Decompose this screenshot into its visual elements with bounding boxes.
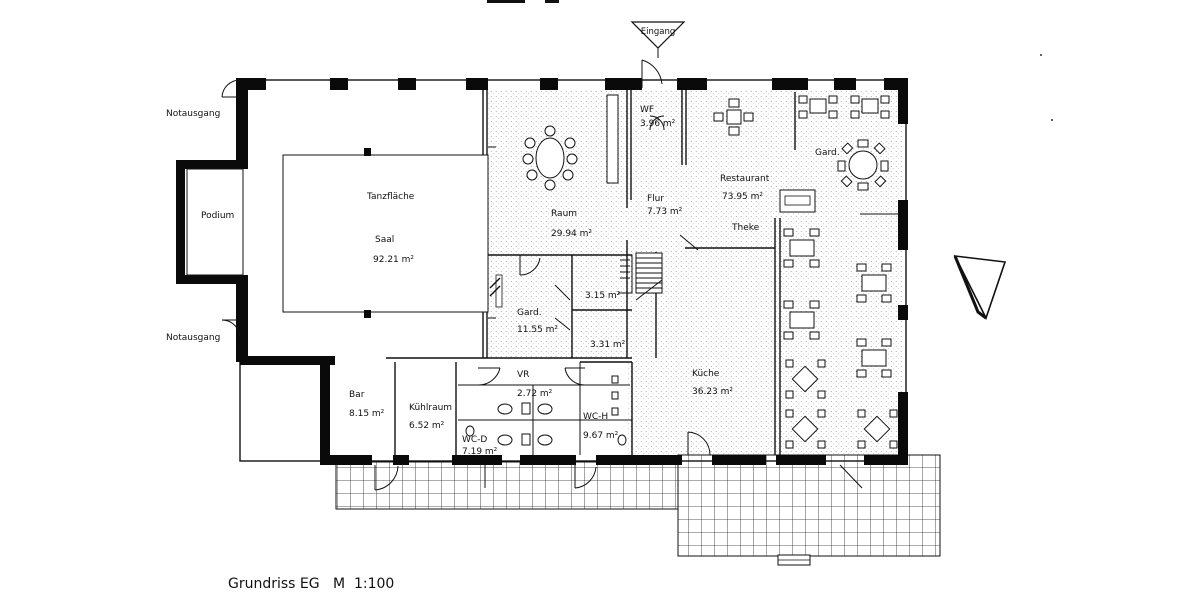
round-table bbox=[837, 139, 889, 191]
diamond-table bbox=[785, 359, 826, 399]
emergency-exit-label: Notausgang bbox=[166, 333, 220, 343]
counters bbox=[489, 94, 816, 308]
table bbox=[783, 300, 820, 340]
scan-artifact bbox=[545, 0, 559, 3]
exterior-walls bbox=[176, 78, 908, 465]
table bbox=[856, 263, 892, 303]
emergency-exit-label: Notausgang bbox=[166, 109, 220, 119]
vr-area: 2.72 m² bbox=[517, 389, 553, 399]
bar-label: Bar bbox=[349, 390, 365, 400]
wf-area: 3.96 m² bbox=[640, 119, 676, 129]
raum-area: 29.94 m² bbox=[551, 229, 592, 239]
diamond-table bbox=[785, 409, 826, 449]
theke-label: Theke bbox=[731, 223, 760, 233]
restaurant-label: Restaurant bbox=[720, 174, 770, 184]
scan-artifact bbox=[487, 0, 525, 3]
oval-table bbox=[522, 125, 578, 191]
kuehlraum-area: 6.52 m² bbox=[409, 421, 445, 431]
diamond-table bbox=[857, 409, 898, 449]
gard-area: 11.55 m² bbox=[517, 325, 558, 335]
drawing-caption: Grundriss EG M 1:100 bbox=[228, 576, 394, 592]
kuehlraum-label: Kühlraum bbox=[409, 403, 452, 413]
wc-h-label: WC-H bbox=[583, 412, 608, 422]
gard-label: Gard. bbox=[517, 308, 542, 318]
wc-h-area: 9.67 m² bbox=[583, 431, 619, 441]
interior-walls bbox=[386, 90, 796, 455]
scan-dot bbox=[1051, 119, 1053, 121]
table bbox=[798, 95, 838, 119]
table bbox=[783, 228, 820, 268]
entrance-label: Eingang bbox=[641, 27, 676, 37]
kueche-area: 36.23 m² bbox=[692, 387, 733, 397]
entrance-marker: Eingang bbox=[630, 21, 686, 58]
wf-label: WF bbox=[640, 105, 654, 115]
flur-area: 7.73 m² bbox=[647, 207, 683, 217]
kueche-label: Küche bbox=[692, 369, 720, 379]
scan-dot bbox=[1040, 54, 1042, 56]
small-room-a-area: 3.15 m² bbox=[585, 291, 621, 301]
dance-floor bbox=[282, 146, 496, 319]
terrace bbox=[335, 454, 941, 566]
restaurant-tables bbox=[713, 95, 898, 449]
sanitary-fixtures bbox=[465, 375, 627, 446]
stairs bbox=[618, 252, 663, 301]
restaurant-area: 73.95 m² bbox=[722, 192, 763, 202]
table bbox=[850, 95, 890, 119]
room-labels: Notausgang Notausgang Podium Tanzfläche … bbox=[166, 105, 840, 457]
north-arrow bbox=[953, 255, 1007, 321]
table bbox=[713, 98, 754, 136]
gard-restaurant-label: Gard. bbox=[815, 148, 840, 158]
podium-label: Podium bbox=[201, 211, 234, 221]
doors bbox=[221, 59, 863, 491]
table bbox=[856, 338, 892, 378]
flur-label: Flur bbox=[647, 194, 664, 204]
saal-label: Saal bbox=[375, 235, 394, 245]
vr-label: VR bbox=[517, 370, 529, 380]
wc-d-area: 7.19 m² bbox=[462, 447, 498, 457]
saal-area: 92.21 m² bbox=[373, 255, 414, 265]
saal-sub-label: Tanzfläche bbox=[366, 192, 415, 202]
wc-d-label: WC-D bbox=[462, 435, 487, 445]
small-room-b-area: 3.31 m² bbox=[590, 340, 626, 350]
raum-label: Raum bbox=[551, 209, 577, 219]
bar-area: 8.15 m² bbox=[349, 409, 385, 419]
